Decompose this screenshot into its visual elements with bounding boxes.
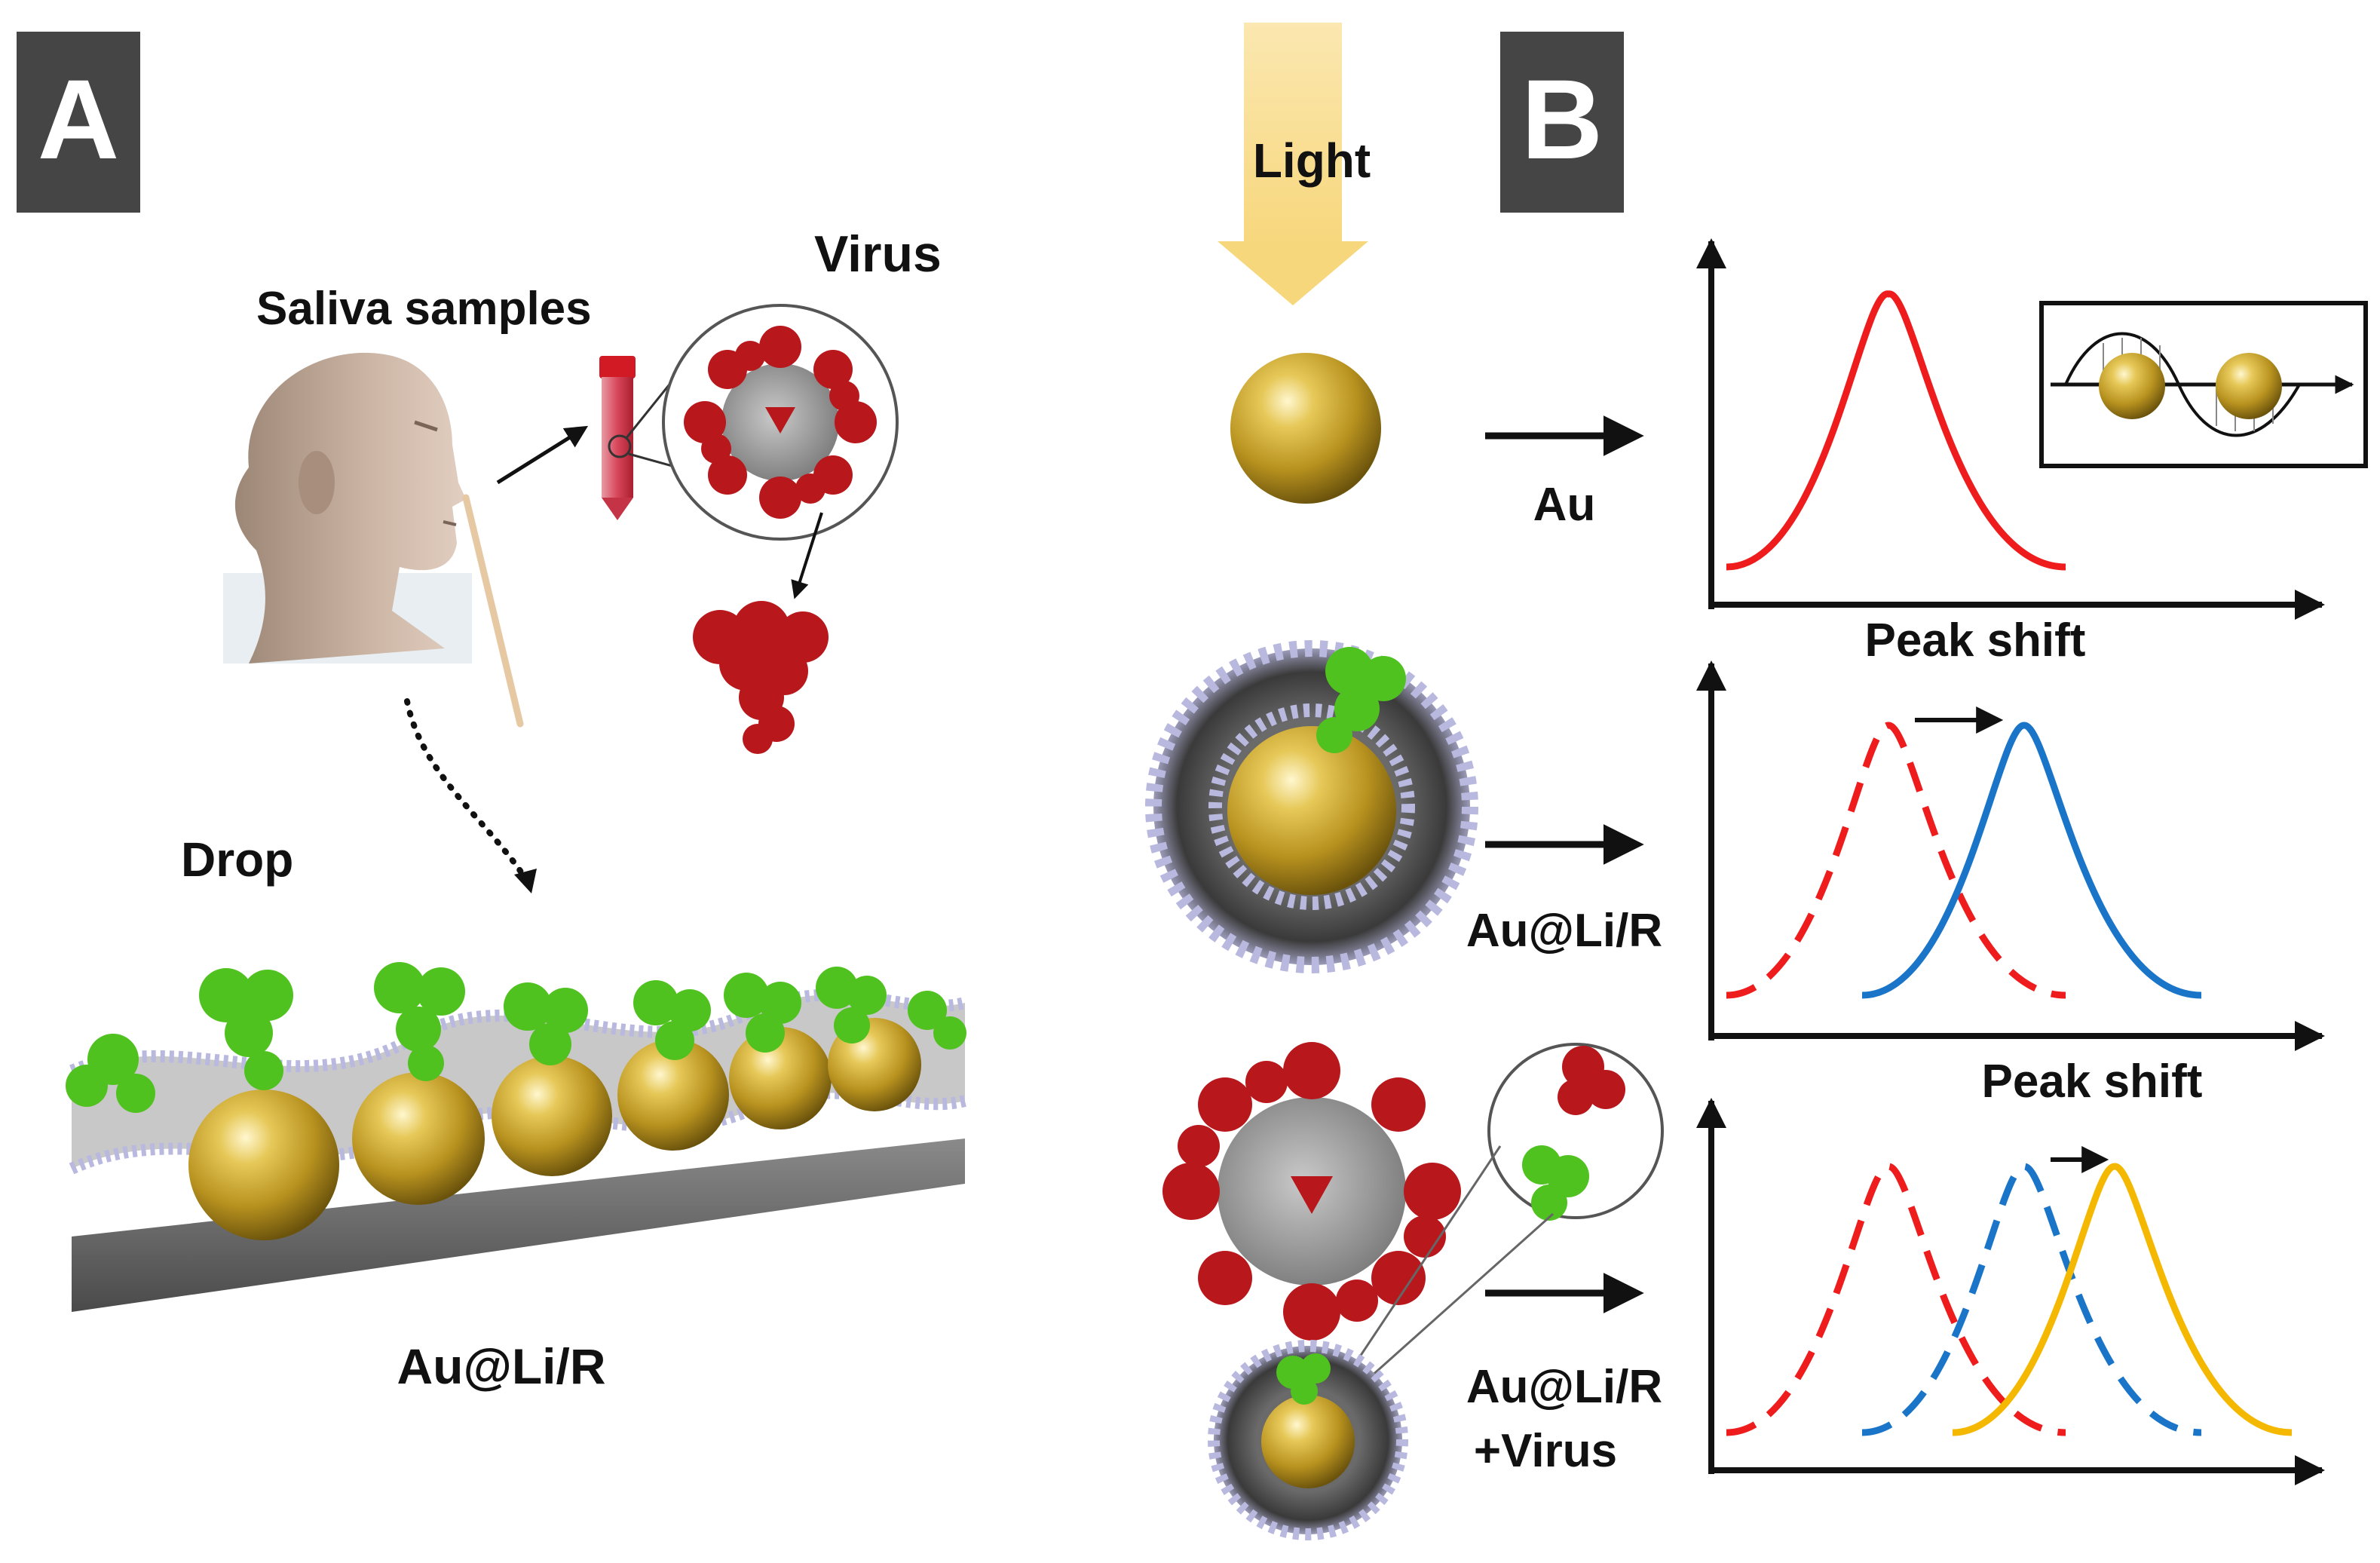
panel-b: B Light Au Au@Li/R: [1145, 23, 2368, 1540]
swab-stick: [462, 494, 524, 728]
arrow-head-to-tube: [496, 425, 589, 485]
peak-shift-label: Peak shift: [1865, 614, 2086, 667]
spectrum-curve: [1861, 1163, 2202, 1436]
badge-b-bg: [1500, 32, 1624, 213]
row-label: Au@Li/R: [1466, 1361, 1662, 1413]
virus-magnified: [662, 304, 899, 541]
lspr-inset: [2039, 301, 2368, 468]
badge-a-bg: [17, 32, 140, 213]
spectrum-curve: [1726, 722, 2066, 999]
row-label: Au: [1533, 479, 1596, 531]
drop-dotted-arrow: [404, 698, 531, 885]
spike-protein: [693, 601, 829, 754]
row-label-second-line: +Virus: [1474, 1425, 1617, 1477]
light-arrow: [1218, 23, 1368, 305]
arrow-virus-to-spike: [791, 512, 823, 599]
virus-binding-illustration: [1162, 1042, 1664, 1540]
spectrum-curve: [1726, 1163, 2066, 1436]
au-li-r-particle: [1145, 640, 1478, 973]
spectrum-curve: [1726, 290, 2066, 571]
peak-shift-label: Peak shift: [1982, 1056, 2203, 1108]
human-head-illustration: [223, 352, 472, 664]
substrate-illustration: [66, 962, 966, 1312]
light-label: Light: [1253, 133, 1371, 188]
badge-b: B: [1521, 56, 1603, 182]
substrate-label: Au@Li/R: [397, 1338, 606, 1394]
gold-nanoparticle: [1230, 353, 1381, 504]
sample-tube: [599, 356, 636, 520]
spectrum-curve: [1952, 1163, 2293, 1436]
panel-a: A Saliva samples Virus: [17, 32, 966, 1394]
spectrum-curve: [1861, 722, 2202, 999]
badge-a: A: [38, 56, 119, 182]
saliva-samples-label: Saliva samples: [256, 283, 592, 335]
virus-label: Virus: [814, 225, 942, 283]
row-label: Au@Li/R: [1466, 905, 1662, 957]
drop-label: Drop: [181, 832, 293, 887]
